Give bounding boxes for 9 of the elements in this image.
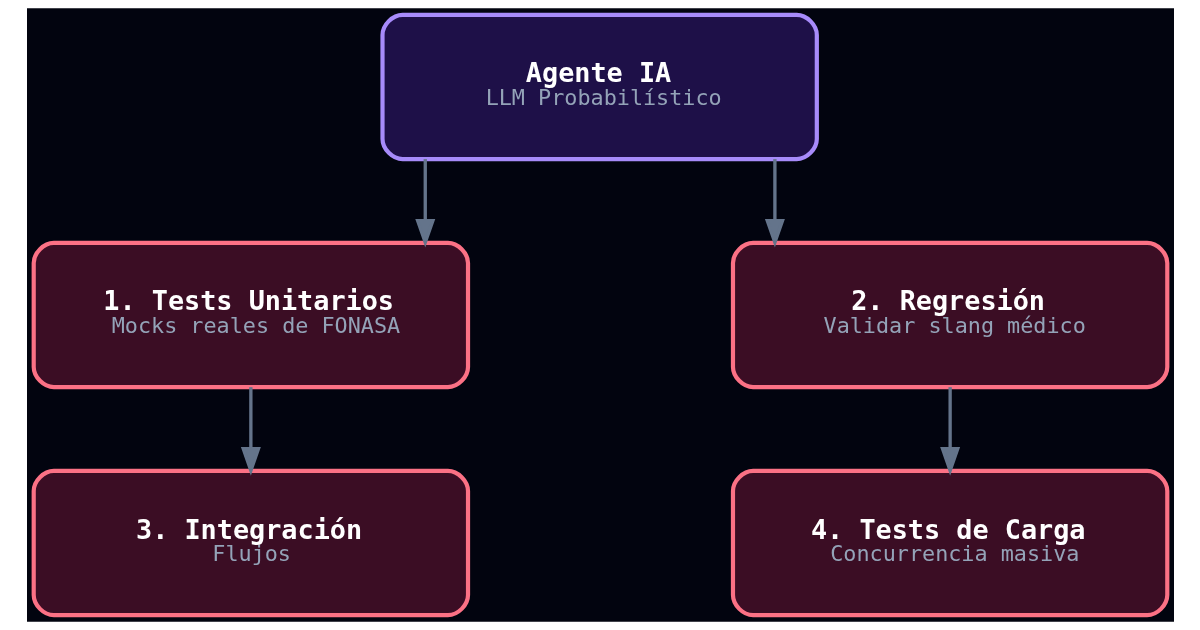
node-box: Agente IA LLM Probabilístico [379,12,819,162]
node-box: 1. Tests Unitarios Mocks reales de FONASA [31,240,470,390]
arrow [764,159,785,248]
arrow [939,387,960,476]
arrow [240,387,261,476]
node-box: 2. Regresión Validar slang médico [730,240,1169,390]
node-box: 4. Tests de Carga Concurrencia masiva [730,468,1169,618]
node-box: 3. Integración Flujos [31,468,470,618]
arrow [414,159,435,248]
